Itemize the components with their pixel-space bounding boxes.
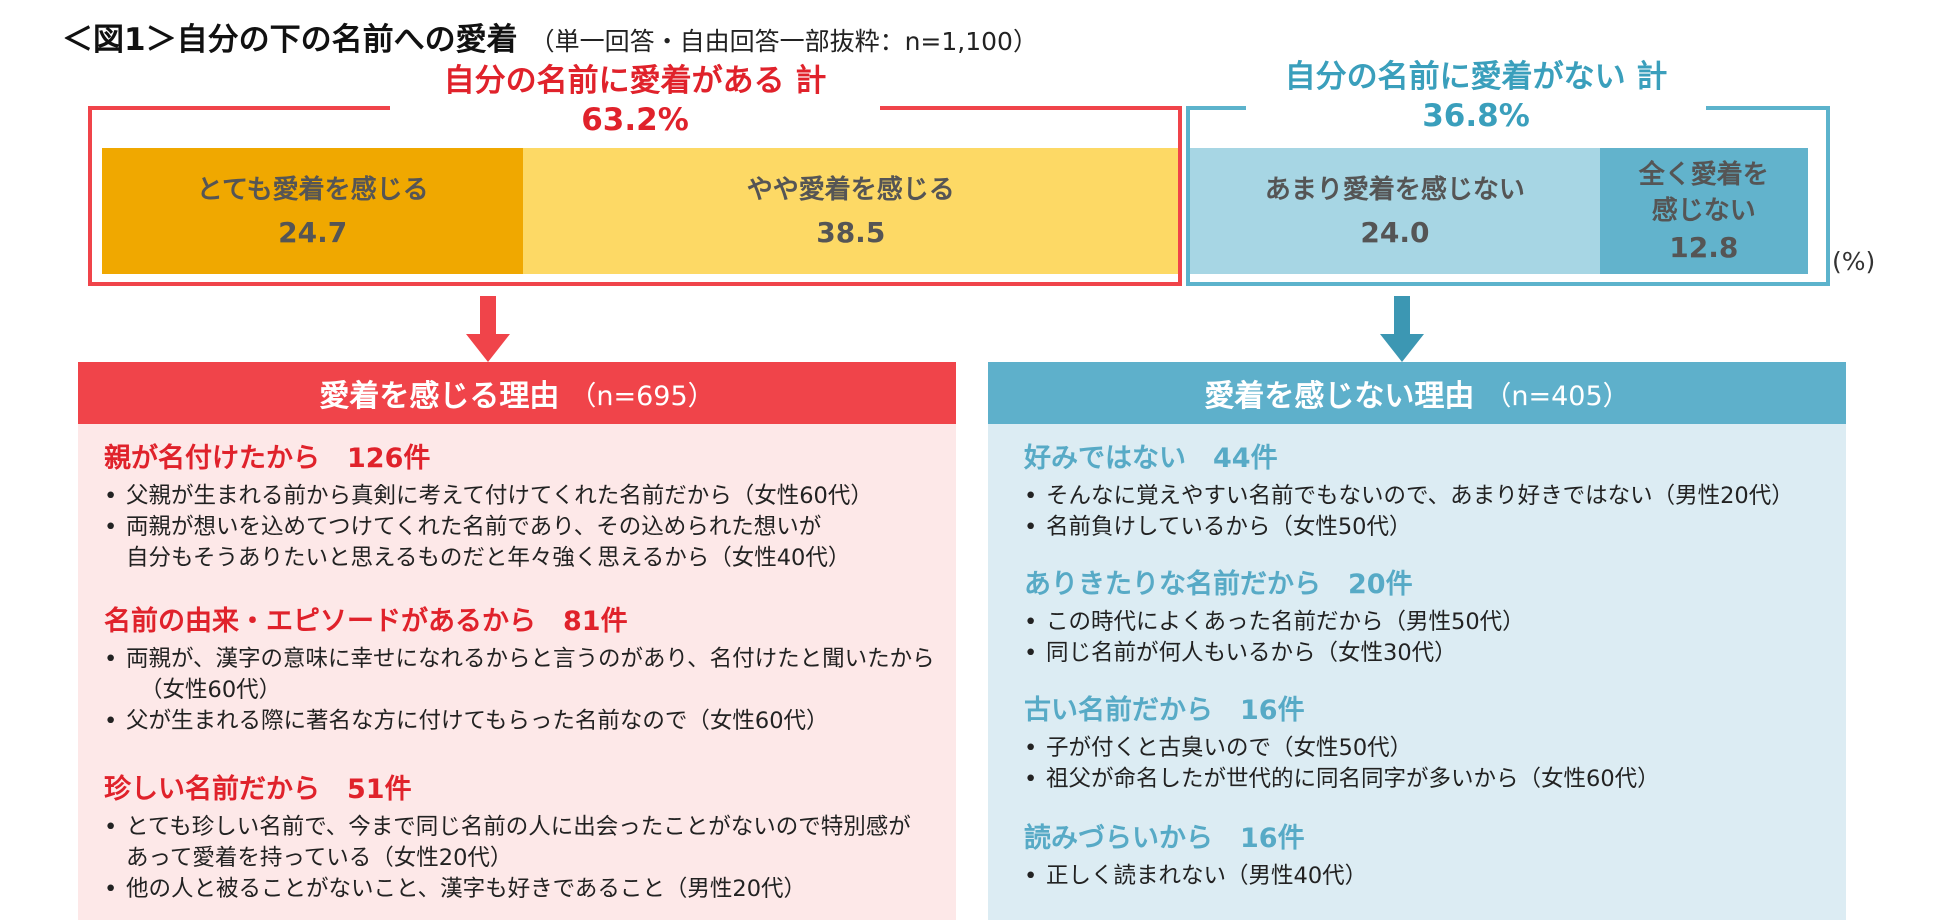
section-title: 古い名前だから 16件 [1024,695,1305,726]
positive-panel-heading: 愛着を感じる理由 [319,379,560,414]
negative-panel-header: 愛着を感じない理由 （n=405） [988,362,1846,424]
bar-segment-label: とても愛着を感じる [196,174,429,205]
list-item: 父親が生まれる前から真剣に考えて付けてくれた名前だから（女性60代） [104,481,873,512]
positive-panel-count: （n=695） [569,380,715,412]
list-item: この時代によくあった名前だから（男性50代） [1024,607,1525,638]
list-item: 同じ名前が何人もいるから（女性30代） [1024,638,1525,669]
positive-group-title: 自分の名前に愛着がある 計 [443,63,827,99]
figure-subtitle: （単一回答・自由回答一部抜粋：n=1,100） [529,27,1038,56]
negative-group-title: 自分の名前に愛着がない 計 [1284,59,1668,95]
negative-section-dislike: 好みではない 44件 そんなに覚えやすい名前でもないので、あまり好きではない（男… [1024,436,1794,543]
bar-segment-label: あまり愛着を感じない [1264,174,1525,205]
bar-segment-1: とても愛着を感じる 24.7 [102,148,524,274]
bar-segment-2: やや愛着を感じる 38.5 [523,148,1179,274]
negative-panel-count: （n=405） [1484,380,1630,412]
section-title: 読みづらいから 16件 [1024,823,1305,854]
negative-reasons-panel: 愛着を感じない理由 （n=405） 好みではない 44件 そんなに覚えやすい名前で… [988,362,1846,920]
down-arrow-icon-positive [466,296,510,362]
positive-panel-header: 愛着を感じる理由 （n=695） [78,362,956,424]
negative-group-label: 自分の名前に愛着がない 計 36.8% [1246,58,1706,136]
figure-title-main: ＜図1＞自分の下の名前への愛着 [62,22,518,58]
bar-segment-value: 24.7 [278,216,348,250]
unit-label: (%) [1832,247,1876,276]
list-item: そんなに覚えやすい名前でもないので、あまり好きではない（男性20代） [1024,481,1794,512]
stacked-bar: とても愛着を感じる 24.7 やや愛着を感じる 38.5 あまり愛着を感じない 24.0 全… [102,148,1808,274]
bar-segment-4: 全く愛着を感じない 12.8 [1599,148,1808,274]
bar-segment-label: やや愛着を感じる [746,174,955,205]
positive-section-parents: 親が名付けたから 126件 父親が生まれる前から真剣に考えて付けてくれた名前だか… [104,436,873,574]
section-title: 好みではない 44件 [1024,443,1278,474]
bar-segment-value: 38.5 [816,216,886,250]
list-item: 子が付くと古臭いので（女性50代） [1024,733,1660,764]
bar-segment-value: 12.8 [1669,230,1739,264]
list-item: 正しく読まれない（男性40代） [1024,861,1367,892]
negative-panel-heading: 愛着を感じない理由 [1204,379,1475,414]
negative-section-hard-to-read: 読みづらいから 16件 正しく読まれない（男性40代） [1024,816,1367,892]
list-item: 他の人と被ることがないこと、漢字も好きであること（男性20代） [104,874,911,905]
list-item: 両親が、漢字の意味に幸せになれるからと言うのがあり、名付けたと聞いたから（女性6… [104,644,935,706]
section-title: 親が名付けたから 126件 [104,443,431,474]
list-item: 父が生まれる際に著名な方に付けてもらった名前なので（女性60代） [104,706,935,737]
bar-segment-label: 全く愛着を感じない [1638,160,1769,226]
figure-title: ＜図1＞自分の下の名前への愛着 （単一回答・自由回答一部抜粋：n=1,100） [62,14,1038,59]
positive-section-rare: 珍しい名前だから 51件 とても珍しい名前で、今まで同じ名前の人に出会ったことが… [104,767,911,905]
positive-group-label: 自分の名前に愛着がある 計 63.2% [390,62,880,140]
positive-reasons-panel: 愛着を感じる理由 （n=695） 親が名付けたから 126件 父親が生まれる前から… [78,362,956,920]
section-title: 名前の由来・エピソードがあるから 81件 [104,606,628,637]
positive-section-origin: 名前の由来・エピソードがあるから 81件 両親が、漢字の意味に幸せになれるからと… [104,599,935,737]
section-title: 珍しい名前だから 51件 [104,774,412,805]
bar-segment-value: 24.0 [1360,216,1430,250]
negative-section-old: 古い名前だから 16件 子が付くと古臭いので（女性50代） 祖父が命名したが世代… [1024,688,1660,795]
section-title: ありきたりな名前だから 20件 [1024,569,1413,600]
list-item: 名前負けしているから（女性50代） [1024,512,1794,543]
bar-segment-3: あまり愛着を感じない 24.0 [1190,148,1600,274]
list-item: とても珍しい名前で、今まで同じ名前の人に出会ったことがないので特別感があって愛着… [104,812,911,874]
negative-section-common: ありきたりな名前だから 20件 この時代によくあった名前だから（男性50代） 同… [1024,562,1525,669]
positive-group-total: 63.2% [581,101,689,138]
list-item: 祖父が命名したが世代的に同名同字が多いから（女性60代） [1024,764,1660,795]
negative-group-total: 36.8% [1422,97,1530,134]
list-item: 両親が想いを込めてつけてくれた名前であり、その込められた想いが自分もそうありたい… [104,512,873,574]
down-arrow-icon-negative [1380,296,1424,362]
